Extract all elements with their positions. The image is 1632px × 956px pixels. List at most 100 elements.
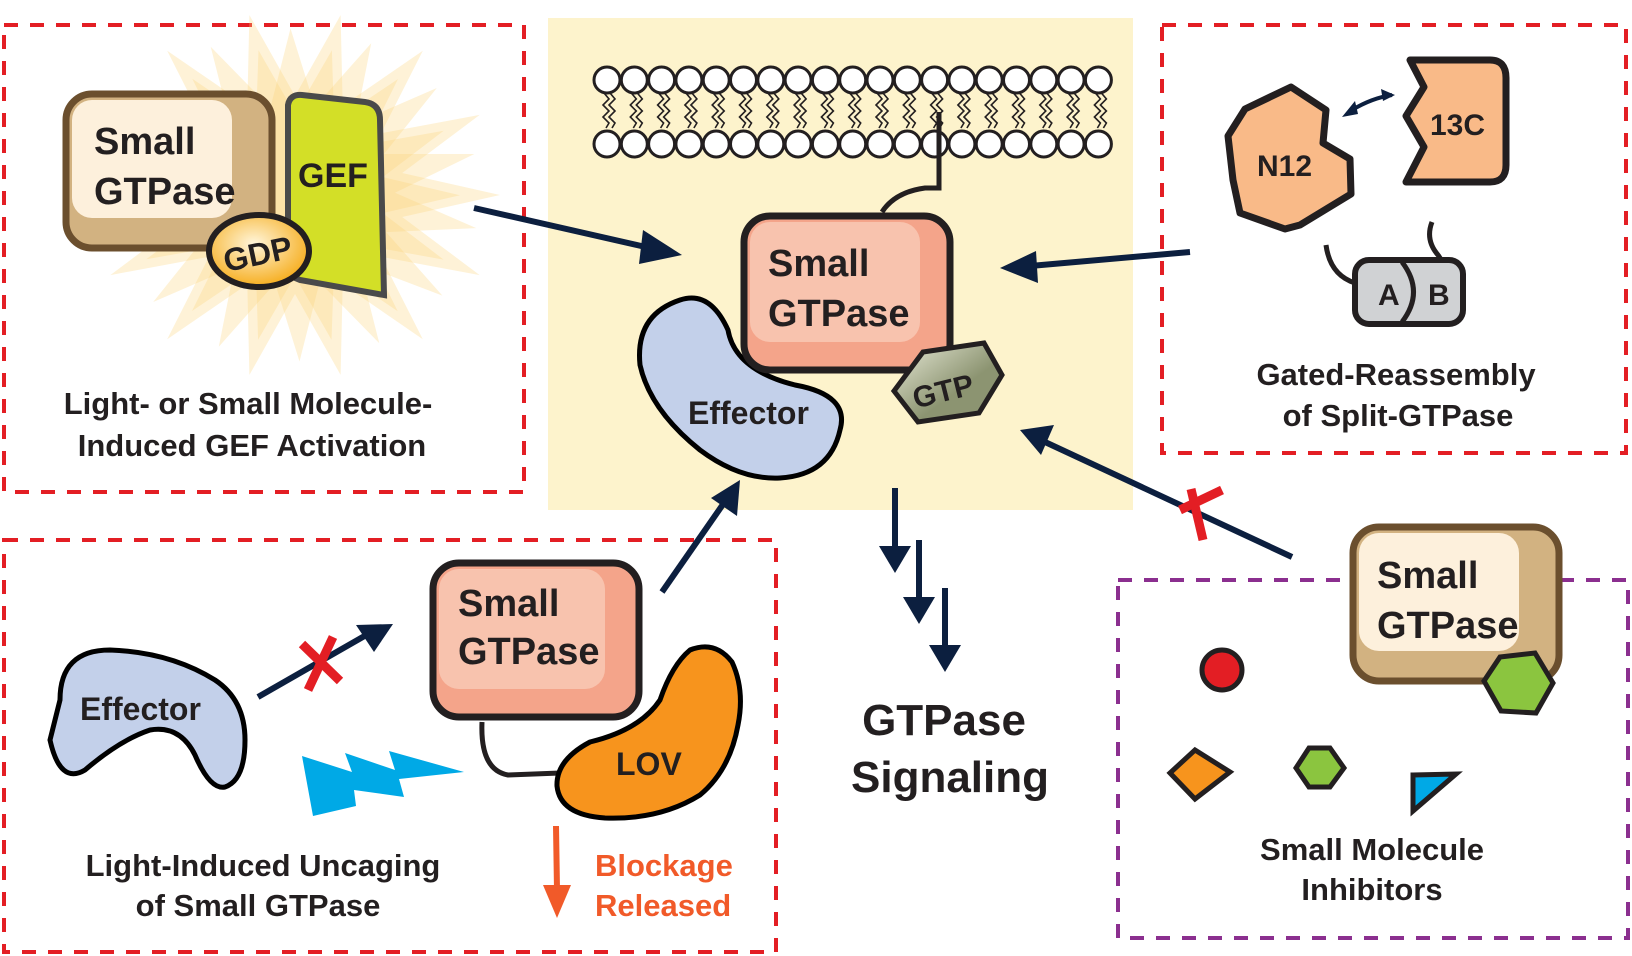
panel-gef-activation-border [2,23,526,494]
uncaging-gtpase-highlight [439,569,605,689]
inhibitor-caption-line2: Inhibitors [1301,872,1442,907]
lipid-tail [956,92,972,129]
lipid-head [892,65,922,95]
lipid-head [1083,129,1113,159]
lipid-head [647,65,677,95]
gdp-ellipse [206,212,312,290]
lipid-head [810,65,840,95]
signaling-label-line2: Signaling [851,753,1049,802]
reassembly-double-arrow [1342,89,1395,117]
center-effector-shape [637,295,844,481]
n12-fragment [1224,83,1355,233]
lipid-tail [874,92,890,129]
lipid-head [592,65,622,95]
lipid-head [701,65,731,95]
lipid-bilayer [592,65,1113,159]
n12-label: N12 [1257,150,1312,183]
lipid-tail [1038,92,1053,129]
lipid-head [1083,65,1113,95]
lipid-head [647,129,677,159]
gef-panel-gtpase-highlight [72,100,232,218]
split-to-gtpase-arrow [1000,249,1191,283]
center-gtpase-label-line1: Small [768,243,869,285]
inhibited-x-icon [1178,485,1224,542]
lipid-head [974,129,1004,159]
signaling-label-line1: GTPase [862,696,1026,745]
gef-panel-caption-line1: Light- or Small Molecule- [64,386,433,421]
13c-fragment [1402,56,1510,186]
lipid-tail [656,92,671,129]
lov-domain-shape [554,644,743,821]
lipid-head [838,65,868,95]
lipid-head [783,129,813,159]
uncaging-effector-shape [47,647,248,790]
center-gtpase-label-line2: GTPase [768,293,910,335]
lipid-head [920,65,950,95]
uncaging-caption-line1: Light-Induced Uncaging [86,848,441,883]
inhibitor-diamond [1166,746,1235,803]
13c-label: 13C [1430,109,1485,142]
lov-label: LOV [616,746,682,782]
lipid-head [701,129,731,159]
lipid-head [619,65,649,95]
panel-split-gtpase-border [1160,23,1628,455]
lipid-head [947,129,977,159]
inhibitor-panel-gtpase-label-line1: Small [1377,555,1478,597]
lipid-head [892,129,922,159]
inhibitor-hexagon [1292,745,1348,790]
bound-inhibitor-hexagon [1481,650,1556,716]
dimer-a-label: A [1378,279,1400,312]
lipid-head [865,129,895,159]
uncaging-caption-line2: of Small GTPase [136,888,381,923]
lipid-head [1002,129,1031,159]
lipid-head [729,65,758,95]
lipid-head [729,129,758,159]
lipid-tail [847,92,862,129]
uncaging-gtpase-label-line2: GTPase [458,631,600,673]
inhibitor-panel-gtpase-highlight [1359,533,1519,651]
center-gtpase-highlight [750,222,920,342]
lipid-head [674,129,704,159]
lipid-head [1029,129,1059,159]
blockage-released-arrow [543,825,571,918]
blockage-label-line1: Blockage [595,848,733,883]
panel-uncaging-border [2,538,778,954]
lipid-tail [765,92,780,129]
lipid-tail [984,92,999,129]
lipid-head [674,65,704,95]
lipid-tail [792,92,808,129]
signaling-cascade-arrows [879,488,961,672]
lipid-tail [738,92,753,129]
dimer-b-label: B [1428,279,1450,312]
split-panel-caption-line1: Gated-Reassembly [1256,357,1536,392]
membrane-anchor [879,112,942,214]
dimerizer-ab [1352,257,1466,327]
inhibitor-circle [1199,647,1245,693]
uncaging-effector-label: Effector [80,691,201,727]
inhibitor-panel-gtpase-label-line2: GTPase [1377,605,1519,647]
lipid-tail [1065,92,1081,129]
gef-panel-gtpase-label-line2: GTPase [94,171,236,213]
blocked-x-icon [298,635,344,692]
lipid-head [974,65,1004,95]
gef-label: GEF [298,157,368,195]
center-effector-label: Effector [688,395,809,431]
inhibitor-to-gtpase-arrow [1020,425,1294,560]
panel-inhibitors-border [1116,578,1630,940]
light-bolt-icon [302,751,464,816]
lipid-head [1002,65,1031,95]
lipid-head [619,129,649,159]
uncaging-gtpase-label-line1: Small [458,583,559,625]
inhibitor-triangle [1410,771,1463,817]
lipid-head [783,65,813,95]
blockage-label-line2: Released [595,888,731,923]
lipid-tail [683,92,699,129]
lipid-head [1056,65,1086,95]
lipid-tail [1011,92,1026,129]
lipid-head [592,129,622,159]
gef-to-gtpase-arrow [473,205,682,264]
gef-shape [285,91,388,299]
inhibitor-caption-line1: Small Molecule [1260,832,1484,867]
lipid-head [756,65,786,95]
